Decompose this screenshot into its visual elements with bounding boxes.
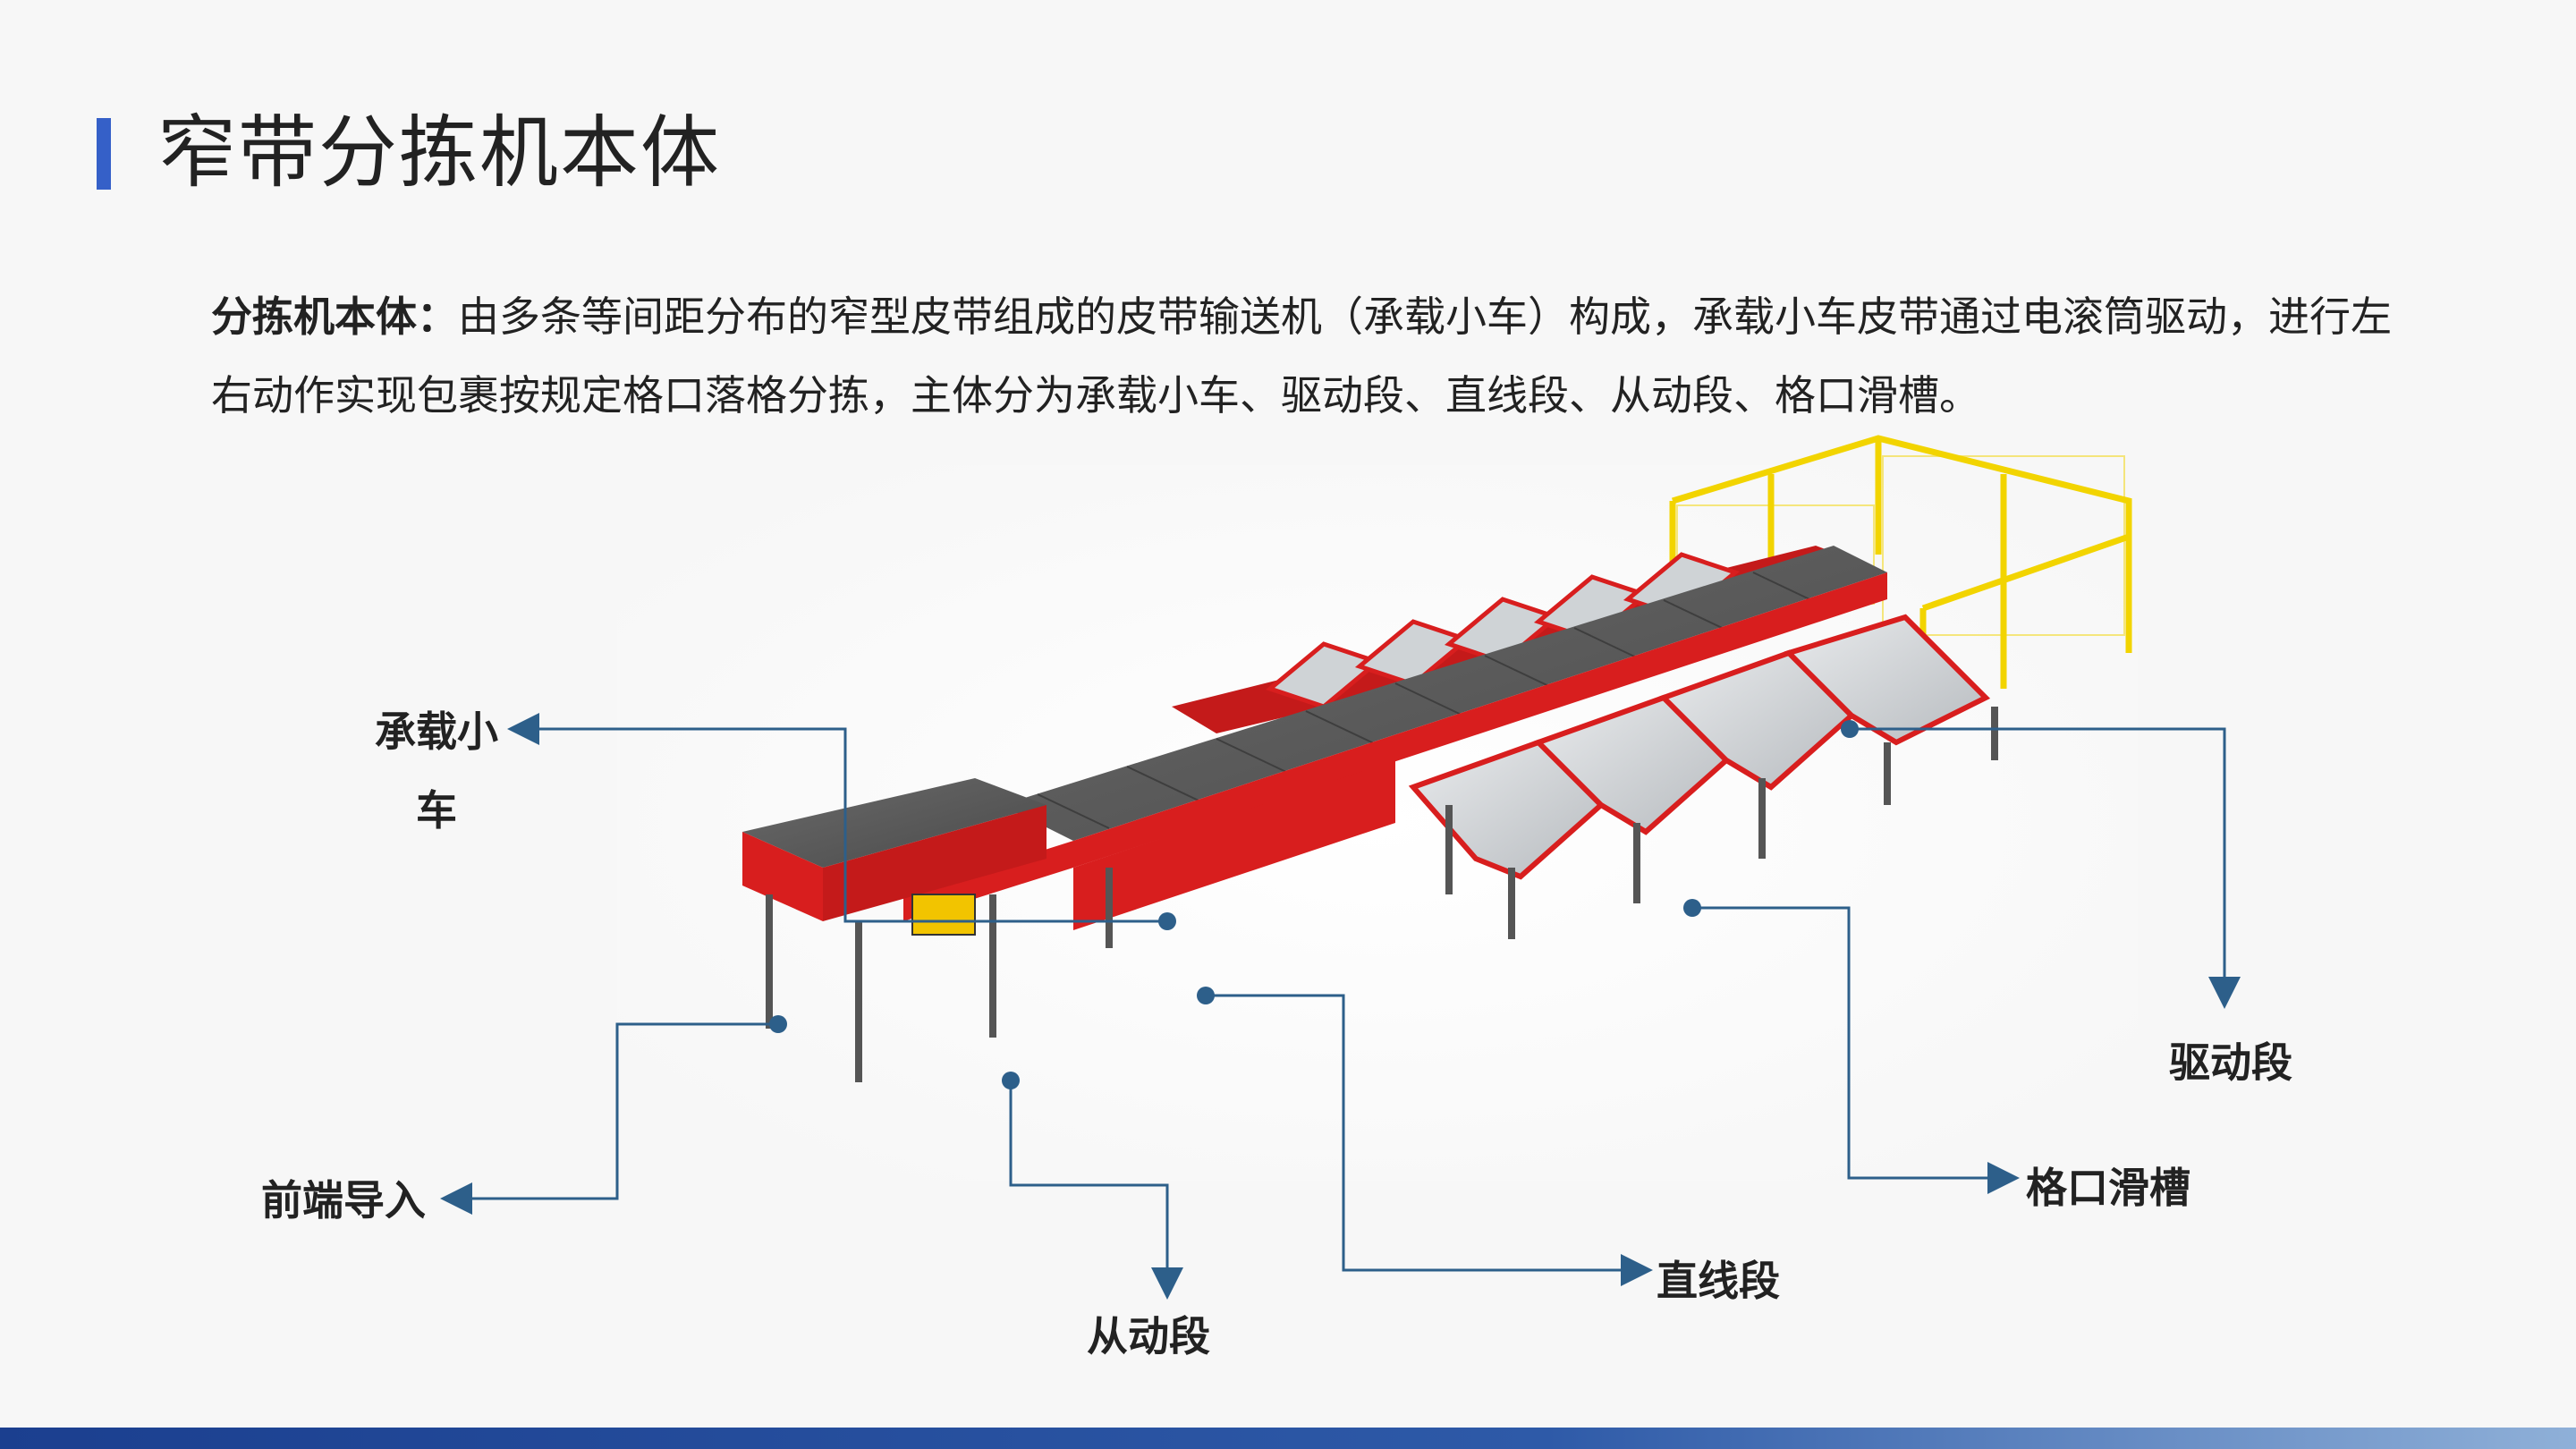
- front-frame: [903, 572, 1887, 921]
- description-text: 由多条等间距分布的窄型皮带组成的皮带输送机（承载小车）构成，承载小车皮带通过电滚…: [211, 292, 2392, 419]
- callout-carrier-line: [507, 713, 1167, 923]
- label-straight-section: 直线段: [1657, 1257, 1780, 1305]
- straight-section-body: [1073, 760, 1395, 930]
- callout-carrier-dot: [1158, 912, 1176, 930]
- page-title: 窄带分拣机本体: [157, 106, 722, 199]
- callout-front-inlet-line: [440, 1022, 778, 1215]
- label-front-inlet: 前端导入: [261, 1176, 426, 1224]
- back-chutes: [1265, 552, 1741, 709]
- label-driven-section: 从动段: [1087, 1312, 1210, 1360]
- callout-drive-line: [1850, 727, 2241, 1009]
- description-lead: 分拣机本体：: [211, 292, 458, 341]
- callout-straight-dot: [1197, 987, 1215, 1004]
- support-legs: [766, 707, 1998, 1082]
- callout-front-inlet-dot: [769, 1015, 787, 1033]
- inlet-belt: [742, 778, 1046, 868]
- title-accent-bar: [97, 118, 111, 190]
- description-paragraph: 分拣机本体：由多条等间距分布的窄型皮带组成的皮带输送机（承载小车）构成，承载小车…: [211, 277, 2394, 435]
- callout-straight-line: [1206, 994, 1653, 1286]
- front-chutes: [1408, 614, 1991, 880]
- safety-fence: [1669, 435, 2132, 689]
- label-drive-section: 驱动段: [2169, 1038, 2292, 1087]
- inlet-motor: [911, 894, 976, 936]
- inlet-frame-side: [742, 832, 823, 921]
- inlet-frame-front: [823, 805, 1046, 921]
- callout-driven-dot: [1002, 1072, 1020, 1089]
- callout-driven-line: [1009, 1080, 1183, 1300]
- carrier-belt: [1002, 546, 1887, 841]
- callout-chute-dot: [1683, 899, 1701, 917]
- label-carrier: 承载小车: [375, 708, 498, 835]
- footer-bar: [0, 1428, 2576, 1449]
- callout-drive-dot: [1841, 720, 1859, 738]
- callout-chute-line: [1692, 906, 2020, 1194]
- label-chute: 格口滑槽: [2026, 1164, 2190, 1212]
